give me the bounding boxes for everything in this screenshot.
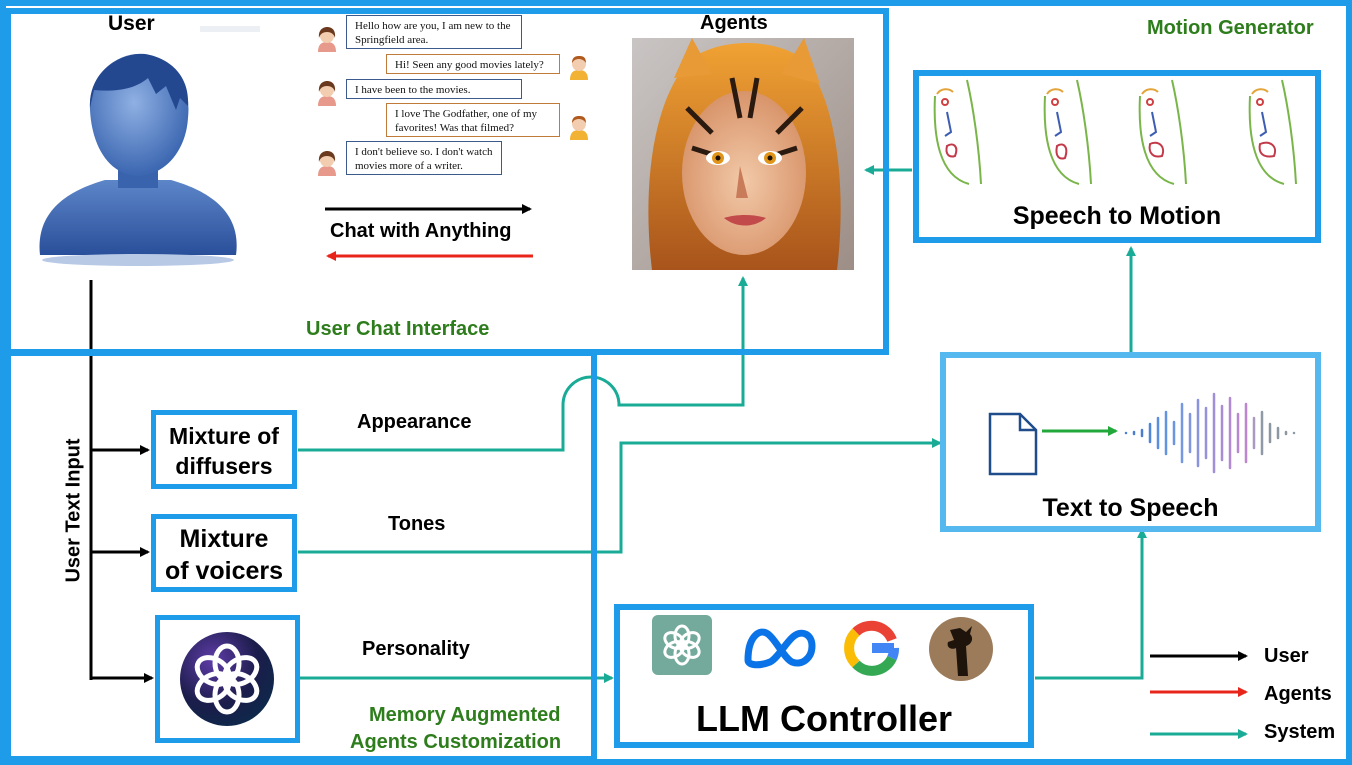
chat-bubble-5: I don't believe so. I don't watch movies… <box>346 141 502 175</box>
chat-bubble-3: I have been to the movies. <box>346 79 522 99</box>
chat-bubble-1: Hello how are you, I am new to the Sprin… <box>346 15 522 49</box>
mixture-of-diffusers-box: Mixture of diffusers <box>151 410 297 489</box>
user-avatar-icon <box>316 150 338 176</box>
tones-arrow <box>298 438 942 554</box>
memory-customization-label-1: Memory Augmented <box>369 704 561 726</box>
person-silhouette-icon <box>30 50 246 266</box>
bot-avatar-icon <box>568 114 590 140</box>
memory-customization-panel <box>5 350 597 762</box>
chat-bubble-4: I love The Godfather, one of my favorite… <box>386 103 560 137</box>
faint-caption <box>200 26 260 32</box>
mixture-of-voicers-label-1: Mixture <box>179 525 269 553</box>
chat-caption: Chat with Anything <box>330 220 512 242</box>
mixture-of-voicers-box: Mixture of voicers <box>151 514 297 592</box>
text-to-speech-label: Text to Speech <box>1042 494 1219 522</box>
mixture-of-diffusers-label-2: diffusers <box>175 453 273 479</box>
memory-customization-label-2: Agents Customization <box>350 731 562 753</box>
legend-user-label: User <box>1264 645 1309 667</box>
mixture-of-diffusers-label-1: Mixture of <box>169 423 279 449</box>
user-heading: User <box>108 12 155 35</box>
tones-label: Tones <box>388 513 446 535</box>
document-icon <box>988 412 1038 476</box>
appearance-label: Appearance <box>357 411 472 433</box>
tiger-woman-portrait <box>632 38 854 270</box>
mixture-of-voicers-label-2: of voicers <box>164 557 284 585</box>
agents-heading: Agents <box>700 12 768 34</box>
openai-logo-icon <box>180 632 274 726</box>
user-avatar-icon <box>316 26 338 52</box>
chat-bubble-2: Hi! Seen any good movies lately? <box>386 54 560 74</box>
user-input-arrows <box>89 280 154 683</box>
speech-to-motion-label: Speech to Motion <box>1012 202 1222 230</box>
user-chat-interface-label: User Chat Interface <box>306 318 490 340</box>
meta-logo-icon <box>744 628 816 669</box>
audio-waveform-icon <box>1124 392 1296 474</box>
openai-logo-icon <box>652 615 712 675</box>
llm-controller-label: LLM Controller <box>696 698 952 739</box>
google-logo-icon <box>844 620 899 676</box>
user-text-input-label: User Text Input <box>62 438 85 583</box>
legend-system-label: System <box>1264 721 1336 743</box>
bot-avatar-icon <box>568 54 590 80</box>
motion-generator-label: Motion Generator <box>1147 17 1314 39</box>
personality-model-box <box>155 615 300 743</box>
personality-label: Personality <box>362 638 470 660</box>
llm-controller-box: LLM Controller <box>614 604 1034 748</box>
speech-to-motion-box: Speech to Motion <box>913 70 1321 243</box>
face-sketch-icon <box>933 79 1297 185</box>
text-to-speech-box: Text to Speech <box>940 352 1321 532</box>
llm-to-tts-arrow <box>1035 528 1147 680</box>
user-avatar-icon <box>316 80 338 106</box>
legend-agents-label: Agents <box>1264 683 1332 705</box>
llama-logo-icon <box>929 617 993 681</box>
